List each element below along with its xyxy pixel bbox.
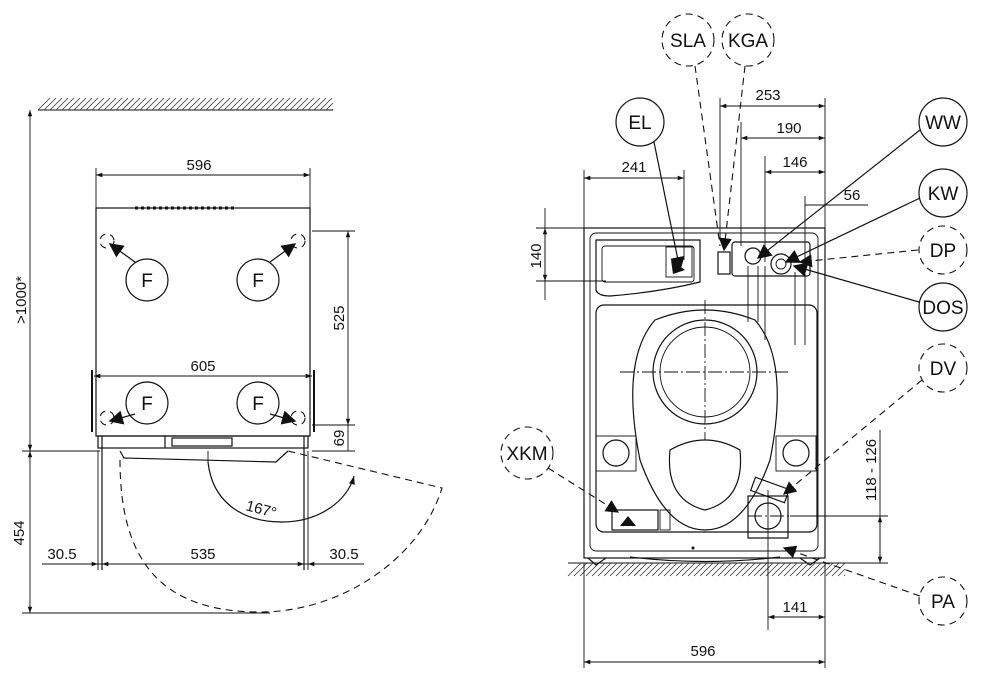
label-el: EL (615, 97, 665, 147)
door-swing-arc (119, 450, 443, 613)
svg-text:SLA: SLA (670, 31, 706, 52)
dim-56-label: 56 (844, 187, 861, 204)
foot-label-3: F (125, 381, 169, 425)
label-xkm: XKM (500, 426, 554, 480)
door-angle-label: 167° (244, 497, 278, 521)
label-kga: KGA (721, 13, 775, 67)
svg-text:EL: EL (628, 113, 651, 134)
dim-141-label: 141 (782, 599, 807, 616)
front-panel (97, 435, 309, 449)
bottom-height-label: 69 (331, 430, 348, 447)
side-right-label: 30.5 (329, 546, 358, 563)
foot-markers (99, 233, 306, 426)
left-view: >1000* 596 605 F F (11, 97, 443, 614)
svg-text:F: F (252, 394, 264, 415)
wall-hatch (37, 97, 334, 111)
label-dv: DV (918, 343, 968, 393)
label-kw: KW (918, 168, 968, 218)
svg-text:DV: DV (930, 359, 957, 380)
label-sla: SLA (661, 13, 715, 67)
dim-241-label: 241 (621, 159, 646, 176)
foot-label-1: F (125, 258, 169, 302)
machine-outline (95, 207, 311, 437)
label-dp: DP (918, 225, 968, 275)
rear-machine-outline (583, 227, 826, 559)
right-view: 253 190 146 56 241 140 118 - 126 (500, 13, 968, 668)
foot-depth-label: 525 (331, 305, 348, 330)
dim-118-126-label: 118 - 126 (863, 439, 880, 501)
svg-text:PA: PA (931, 592, 955, 613)
drum-outline (632, 309, 778, 531)
svg-text:XKM: XKM (506, 444, 547, 465)
dim-190-label: 190 (776, 120, 801, 137)
door-angle-arc (207, 461, 355, 523)
svg-text:DP: DP (930, 241, 956, 262)
body-width-label: 605 (190, 358, 215, 375)
dim-140-label: 140 (528, 243, 545, 268)
svg-text:KW: KW (928, 184, 959, 205)
svg-text:KGA: KGA (728, 31, 768, 52)
label-dos: DOS (918, 282, 968, 332)
svg-text:WW: WW (925, 113, 961, 134)
dim-596-label: 596 (690, 643, 715, 660)
svg-text:F: F (141, 394, 153, 415)
top-width-label: 596 (186, 157, 211, 174)
svg-text:F: F (141, 271, 153, 292)
foot-label-2: F (236, 258, 280, 302)
middle-width-label: 535 (190, 546, 215, 563)
svg-text:F: F (252, 271, 264, 292)
label-pa: PA (918, 576, 968, 626)
foot-label-4: F (236, 381, 280, 425)
svg-text:DOS: DOS (922, 298, 963, 319)
side-left-label: 30.5 (47, 546, 76, 563)
dim-146-label: 146 (782, 154, 807, 171)
base-height-label: 454 (11, 520, 28, 545)
label-ww: WW (918, 97, 968, 147)
dim-253-label: 253 (755, 87, 780, 104)
min-distance-label: >1000* (13, 276, 30, 324)
